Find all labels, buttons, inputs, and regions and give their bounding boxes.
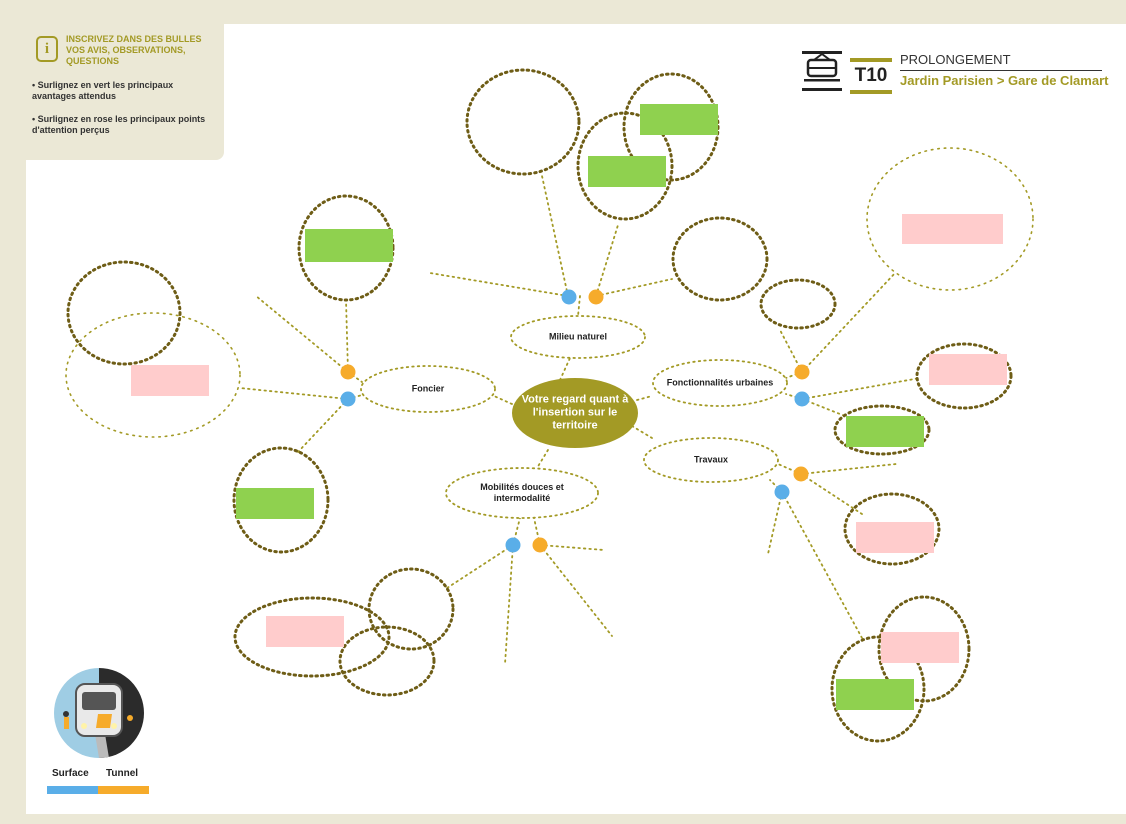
green-highlight[interactable]	[588, 156, 666, 187]
surface-bar	[47, 786, 98, 794]
light-bubbles	[65, 147, 1034, 438]
green-highlight[interactable]	[305, 229, 393, 262]
central-node	[512, 378, 638, 448]
connection-dots[interactable]	[340, 289, 810, 553]
tunnel-label: Tunnel	[106, 768, 139, 779]
instructions-title: INSCRIVEZ DANS DES BULLES VOS AVIS, OBSE…	[66, 34, 202, 66]
line-name: T10	[850, 58, 892, 94]
tunnel-dot	[793, 466, 809, 482]
info-icon: i	[36, 36, 58, 62]
pink-highlight[interactable]	[131, 365, 209, 396]
tunnel-dot	[588, 289, 604, 305]
tunnel-dot	[532, 537, 548, 553]
tunnel-dot	[340, 364, 356, 380]
route-name: Jardin Parisien > Gare de Clamart	[900, 73, 1109, 88]
comment-bubbles[interactable]	[66, 68, 1013, 743]
topic-ovals	[360, 315, 788, 519]
green-highlight[interactable]	[836, 679, 914, 710]
green-highlight[interactable]	[846, 416, 924, 447]
topic-foncier: Foncier	[411, 383, 445, 394]
green-highlight[interactable]	[236, 488, 314, 519]
topic-travaux: Travaux	[693, 454, 729, 465]
tram-illustration	[54, 668, 144, 758]
topic-mobilites-douces: Mobilités douces et intermodalité	[480, 482, 564, 503]
surface-dot	[561, 289, 577, 305]
pink-highlight[interactable]	[902, 214, 1003, 244]
surface-label: Surface	[52, 768, 89, 779]
pink-highlight[interactable]	[929, 354, 1007, 385]
instructions-green-bullet: • Surlignez en vert les principaux avant…	[32, 80, 174, 101]
instructions-pink-bullet: • Surlignez en rose les principaux point…	[32, 114, 206, 135]
logo-title: PROLONGEMENT	[900, 52, 1011, 67]
topic-fonctionnalites-urbaines: Fonctionnalités urbaines	[666, 377, 774, 388]
central-node-label: Votre regard quant à l'insertion sur le …	[521, 393, 629, 432]
surface-dot	[794, 391, 810, 407]
mode-legend: Surface Tunnel	[46, 668, 150, 796]
tram-icon	[802, 51, 842, 91]
connector-lines	[239, 175, 921, 665]
pink-highlight[interactable]	[856, 522, 934, 553]
instructions-panel: i INSCRIVEZ DANS DES BULLES VOS AVIS, OB…	[26, 24, 224, 160]
surface-dot	[505, 537, 521, 553]
t10-logo: T10 PROLONGEMENT Jardin Parisien > Gare …	[800, 48, 1110, 96]
tunnel-dot	[794, 364, 810, 380]
topic-milieu-naturel: Milieu naturel	[548, 331, 608, 342]
surface-dot	[774, 484, 790, 500]
tunnel-bar	[98, 786, 149, 794]
pink-highlight[interactable]	[881, 632, 959, 663]
pink-highlight[interactable]	[266, 616, 344, 647]
green-highlight[interactable]	[640, 104, 718, 135]
logo-rule	[900, 70, 1102, 71]
surface-dot	[340, 391, 356, 407]
